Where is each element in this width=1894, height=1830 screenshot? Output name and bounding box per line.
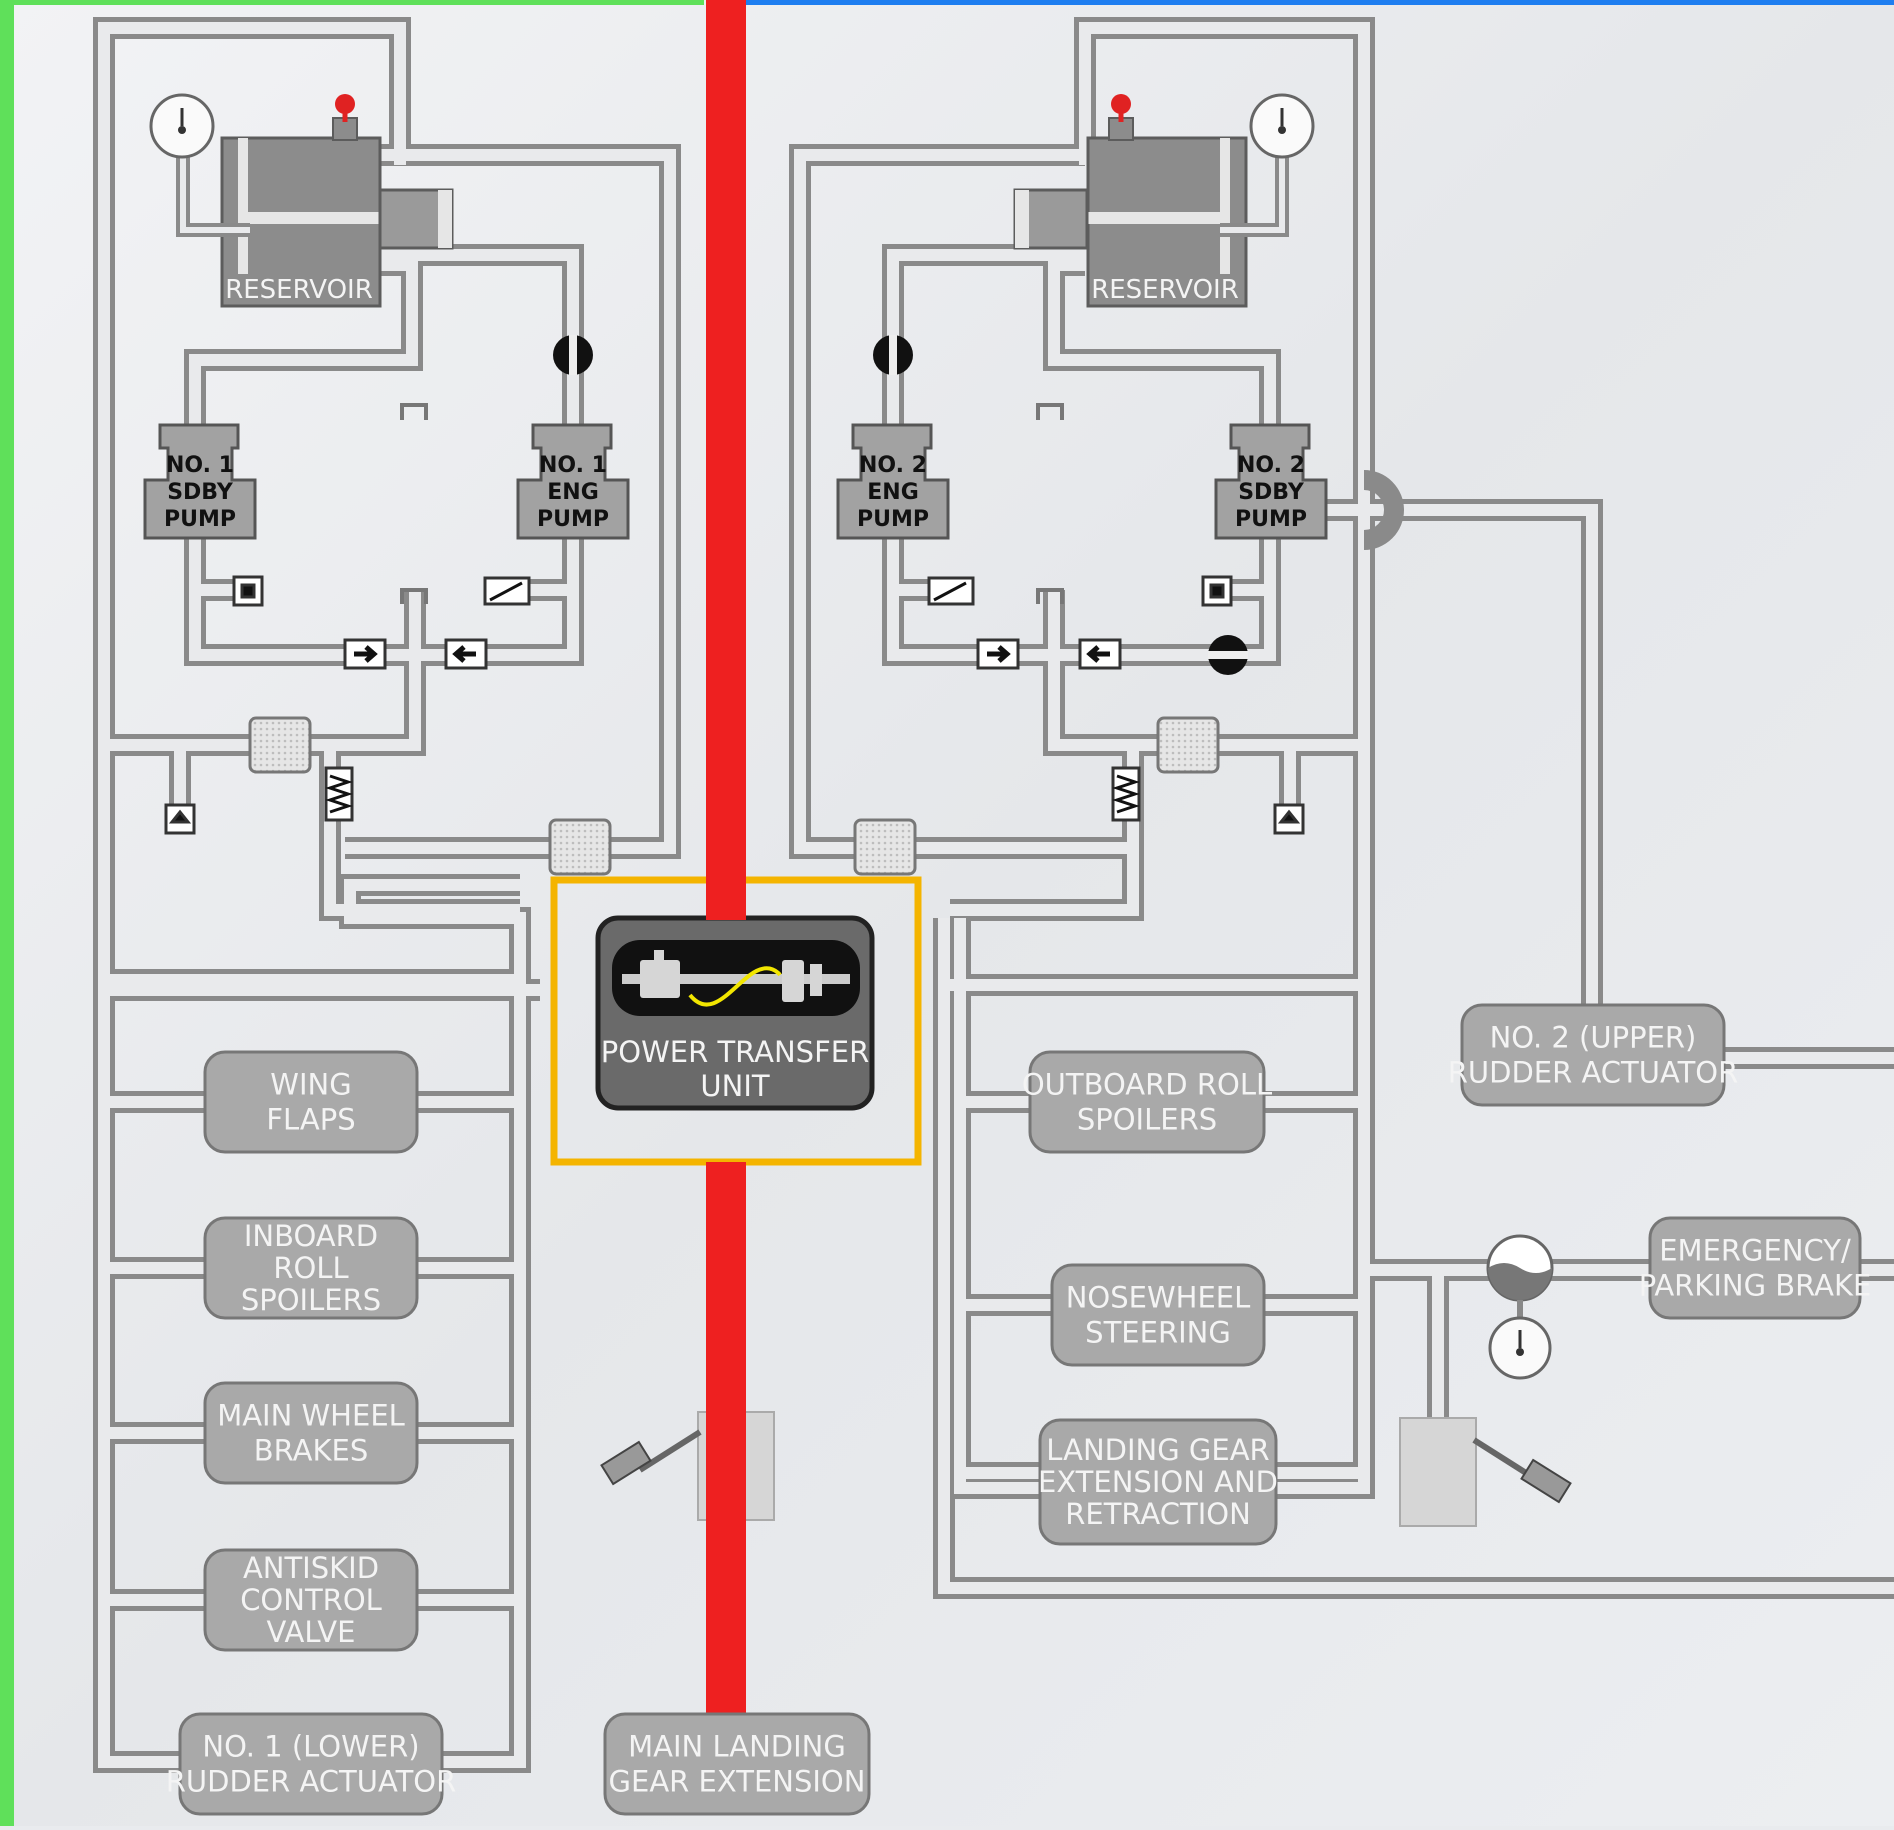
pump-no2-sdby-line1: NO. 2: [1237, 453, 1305, 478]
pump-no2-sdby-line2: SDBY: [1238, 480, 1305, 505]
no2-upper-rudder-actuator-label-2: RUDDER ACTUATOR: [1448, 1056, 1739, 1090]
wing-flaps-box: [203, 1050, 419, 1154]
pump-no2-sdby: NO. 2 SDBY PUMP: [1214, 423, 1328, 540]
relief-valve-icons: [400, 403, 1064, 606]
outboard-roll-spoilers-box: [1028, 1050, 1266, 1154]
emergency-parking-brake-label-1: EMERGENCY/: [1659, 1234, 1851, 1268]
right-reservoir-label: RESERVOIR: [1091, 275, 1239, 305]
left-system-band: [0, 0, 14, 1826]
emergency-parking-brake-box: [1648, 1216, 1862, 1320]
no2-upper-rudder-actuator-box: [1460, 1003, 1726, 1107]
right-system-top-band: [746, 0, 1894, 5]
check-valve-icons: [343, 638, 1122, 670]
wing-flaps-label-2: FLAPS: [266, 1103, 355, 1137]
outboard-roll-spoilers-label-2: SPOILERS: [1077, 1103, 1217, 1137]
filter-icons: [248, 716, 1220, 876]
pump-no2-eng: NO. 2 ENG PUMP: [836, 423, 950, 540]
pump-no1-sdby: NO. 1 SDBY PUMP: [143, 423, 257, 540]
antiskid-control-valve-label-1: ANTISKID: [243, 1551, 379, 1585]
transfer-line-lower: [706, 1162, 746, 1722]
no1-lower-rudder-actuator-label-2: RUDDER ACTUATOR: [166, 1765, 457, 1799]
pump-no2-sdby-line3: PUMP: [1235, 507, 1307, 532]
accumulator-icon: [1486, 1234, 1554, 1318]
nosewheel-steering-label-1: NOSEWHEEL: [1066, 1281, 1251, 1315]
main-landing-gear-extension-label-2: GEAR EXTENSION: [609, 1765, 866, 1799]
antiskid-control-valve-label-2: CONTROL: [240, 1583, 382, 1617]
pipes-bore: [98, 22, 1894, 1768]
gear-handle-right: [1399, 1417, 1572, 1527]
inboard-roll-spoilers-label-1: INBOARD: [244, 1219, 378, 1253]
pump-no1-eng-line1: NO. 1: [539, 453, 607, 478]
spring-valve-icons: [324, 766, 1141, 822]
antiskid-control-valve-box: [203, 1548, 419, 1652]
power-transfer-unit: POWER TRANSFER UNIT: [595, 915, 875, 1111]
pump-no2-eng-line2: ENG: [867, 480, 919, 505]
no1-lower-rudder-actuator-box: [178, 1712, 444, 1816]
pump-no1-eng-line2: ENG: [547, 480, 599, 505]
ptu-label-line1: POWER TRANSFER: [601, 1035, 869, 1069]
no1-lower-rudder-actuator: NO. 1 (LOWER)RUDDER ACTUATOR: [166, 1712, 457, 1816]
brake-pressure-gauge-icon: [1488, 1316, 1552, 1380]
main-landing-gear-extension-box: [603, 1712, 871, 1816]
left-reservoir-label: RESERVOIR: [225, 275, 373, 305]
pump-no1-eng-line3: PUMP: [537, 507, 609, 532]
right-reservoir: RESERVOIR: [1013, 93, 1315, 308]
main-landing-gear-extension-label-1: MAIN LANDING: [628, 1730, 846, 1764]
outboard-roll-spoilers-label-1: OUTBOARD ROLL: [1022, 1068, 1272, 1102]
pressure-switch-icons: [164, 575, 1305, 835]
landing-gear-extension-retraction-label-3: RETRACTION: [1065, 1497, 1251, 1531]
pump-no1-sdby-line3: PUMP: [164, 507, 236, 532]
shutoff-valve-icons: [553, 335, 1248, 675]
emergency-parking-brake-label-2: PARKING BRAKE: [1639, 1269, 1872, 1303]
pipe-crossover: [1363, 470, 1404, 550]
landing-gear-extension-retraction-label-1: LANDING GEAR: [1046, 1433, 1269, 1467]
antiskid-control-valve-label-3: VALVE: [267, 1615, 356, 1649]
landing-gear-extension-retraction-label-2: EXTENSION AND: [1038, 1465, 1278, 1499]
landing-gear-extension-retraction-box: [1038, 1418, 1278, 1546]
main-wheel-brakes-label-1: MAIN WHEEL: [217, 1399, 405, 1433]
main-wheel-brakes-label-2: BRAKES: [254, 1434, 368, 1468]
inboard-roll-spoilers-label-2: ROLL: [273, 1251, 348, 1285]
pump-no1-sdby-line2: SDBY: [167, 480, 234, 505]
nosewheel-steering-box: [1050, 1263, 1266, 1367]
no2-upper-rudder-actuator-label-1: NO. 2 (UPPER): [1490, 1021, 1697, 1055]
wing-flaps-label-1: WING: [270, 1068, 351, 1102]
no2-upper-rudder-actuator: NO. 2 (UPPER)RUDDER ACTUATOR: [1448, 1003, 1739, 1107]
no1-lower-rudder-actuator-label-1: NO. 1 (LOWER): [202, 1730, 419, 1764]
pump-no2-eng-line1: NO. 2: [859, 453, 927, 478]
left-reservoir: RESERVOIR: [149, 93, 454, 308]
main-wheel-brakes-box: [203, 1381, 419, 1485]
inboard-roll-spoilers-box: [203, 1216, 419, 1320]
pump-no1-sdby-line1: NO. 1: [166, 453, 234, 478]
pump-no2-eng-line3: PUMP: [857, 507, 929, 532]
pump-no1-eng: NO. 1 ENG PUMP: [516, 423, 630, 540]
transfer-line-upper: [706, 0, 746, 920]
ptu-label-line2: UNIT: [700, 1069, 769, 1103]
inboard-roll-spoilers-label-3: SPOILERS: [241, 1283, 381, 1317]
emergency-parking-brake: EMERGENCY/PARKING BRAKE: [1639, 1216, 1872, 1320]
left-system-top-band: [14, 0, 704, 5]
nosewheel-steering-label-2: STEERING: [1085, 1316, 1231, 1350]
